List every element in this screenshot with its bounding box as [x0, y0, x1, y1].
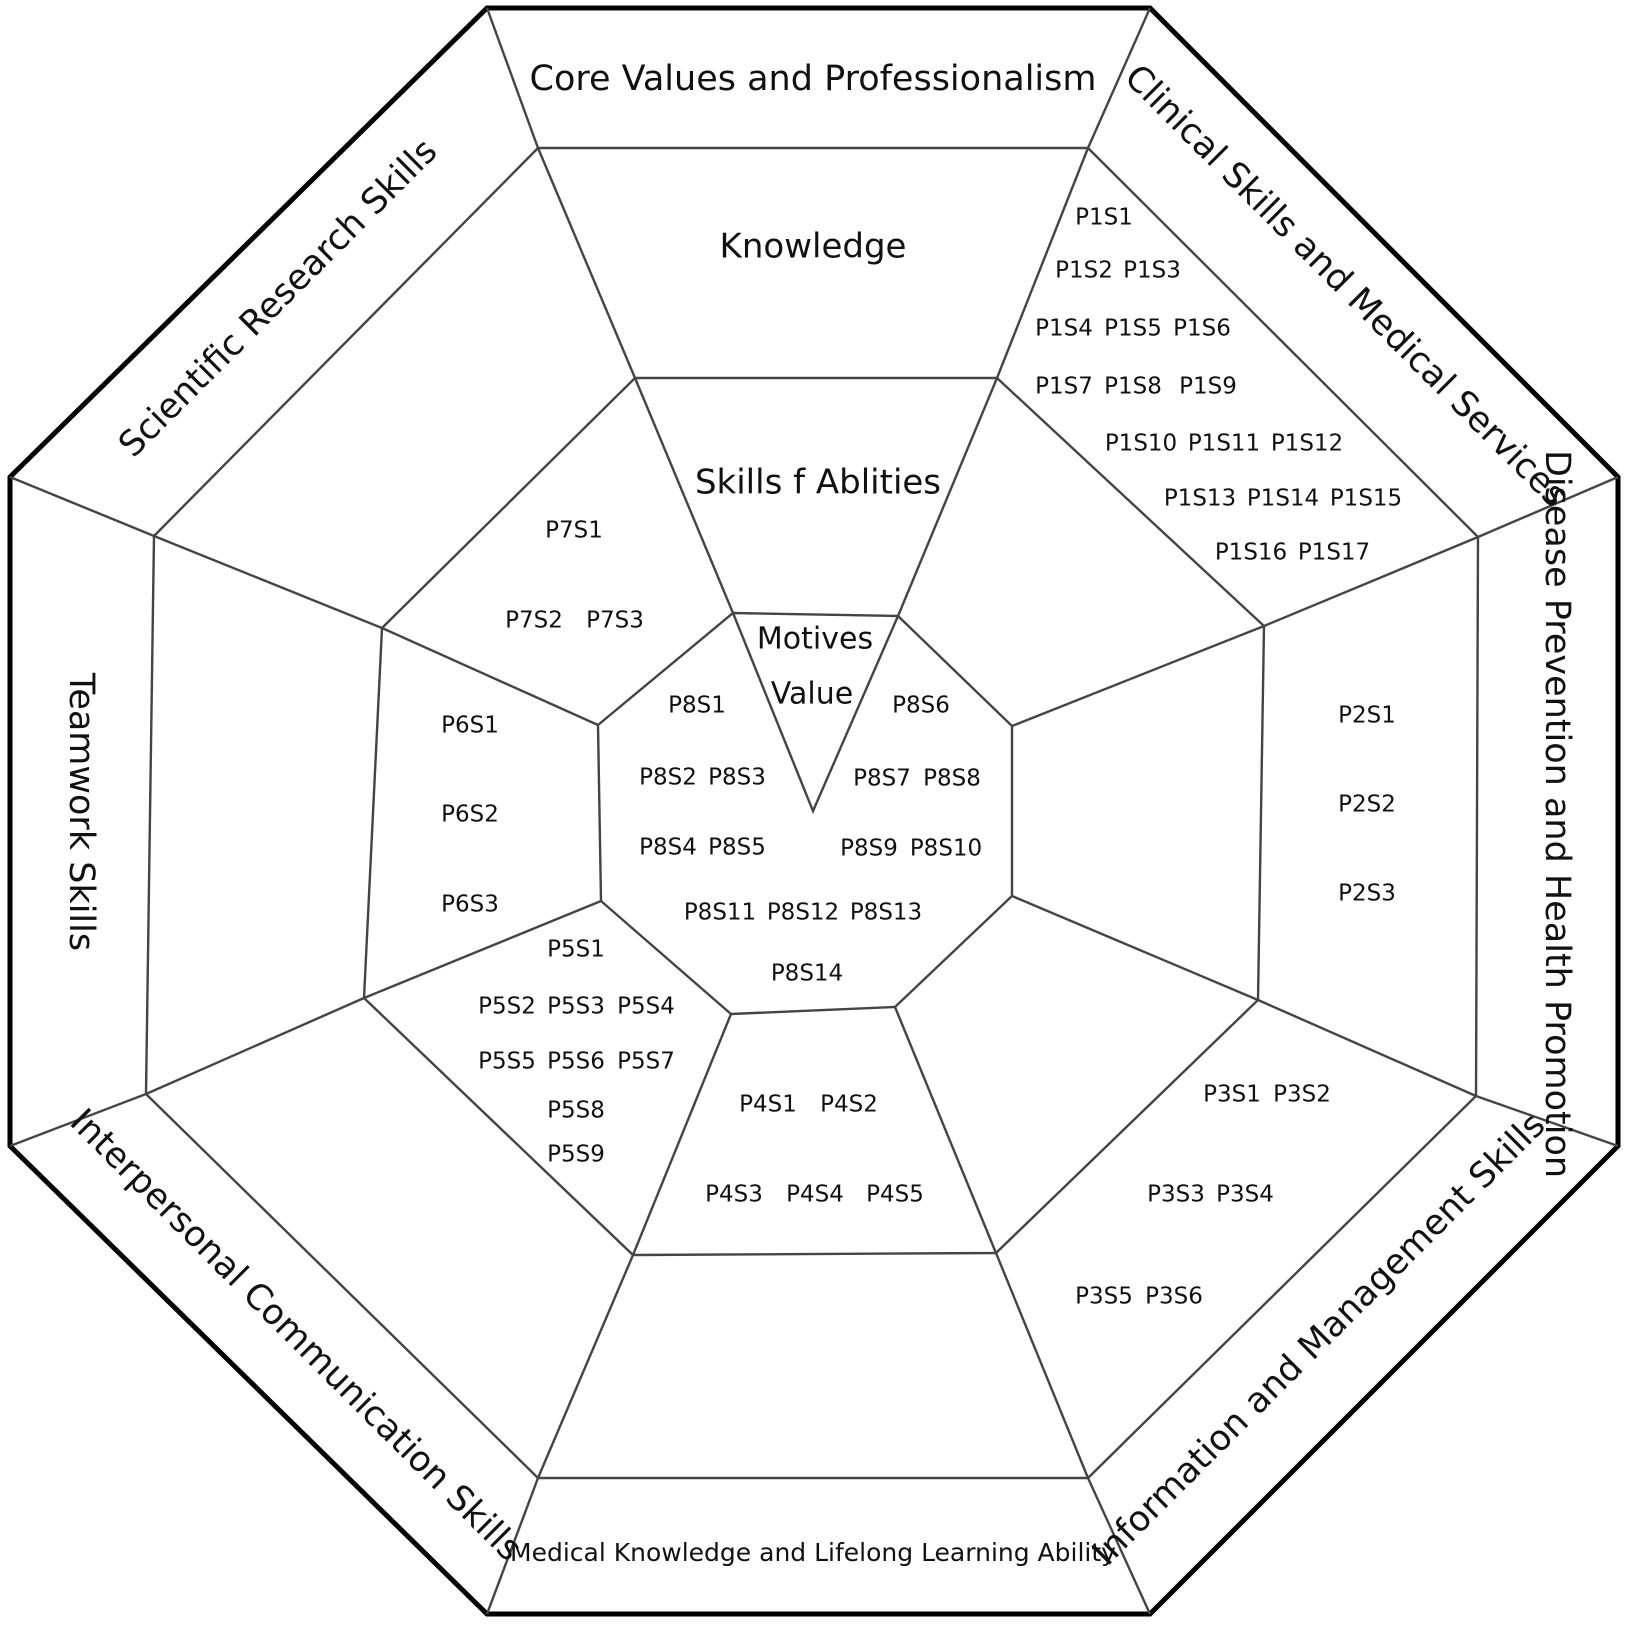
item-label: P8S2	[639, 765, 697, 791]
item-label: P6S2	[441, 802, 499, 828]
item-label: P1S14	[1247, 486, 1319, 512]
item-label: P1S17	[1298, 540, 1370, 566]
item-label: P3S2	[1273, 1082, 1331, 1108]
item-label: P7S1	[545, 518, 603, 544]
item-label: P1S12	[1271, 431, 1343, 457]
item-label: P4S3	[705, 1182, 763, 1208]
item-label: P1S3	[1123, 258, 1181, 284]
item-label: P2S3	[1338, 881, 1396, 907]
item-label: P1S11	[1188, 431, 1260, 457]
item-label: P2S2	[1338, 792, 1396, 818]
item-label: P1S6	[1173, 316, 1231, 342]
domain-label-top-right: Clinical Skills and Medical Services	[1117, 57, 1575, 515]
band-octagon	[144, 146, 1480, 1480]
layer-label-value: Value	[771, 677, 853, 712]
item-label: P7S2	[505, 608, 563, 634]
item-label: P8S9	[840, 836, 898, 862]
item-label: P7S3	[586, 608, 644, 634]
item-label: P5S8	[547, 1098, 605, 1124]
item-label: P1S13	[1164, 486, 1236, 512]
domain-label-top-left: Scientific Research Skills	[111, 131, 445, 465]
item-label: P4S2	[820, 1092, 878, 1118]
motives-triangle	[731, 612, 900, 815]
item-label: P8S13	[850, 900, 922, 926]
item-label: P8S1	[668, 693, 726, 719]
item-label: P5S9	[547, 1142, 605, 1168]
item-label: P8S5	[708, 835, 766, 861]
item-label: P3S4	[1216, 1182, 1274, 1208]
layer-label-knowledge: Knowledge	[720, 227, 907, 267]
item-label: P6S1	[441, 713, 499, 739]
item-label: P1S8	[1104, 374, 1162, 400]
item-label: P1S7	[1035, 374, 1093, 400]
item-label: P3S1	[1203, 1082, 1261, 1108]
item-label: P8S8	[923, 766, 981, 792]
item-label: P8S3	[708, 765, 766, 791]
item-label: P8S14	[771, 961, 843, 987]
domain-label-left: Teamwork Skills	[61, 672, 101, 951]
item-label: P8S10	[910, 836, 982, 862]
item-label: P4S5	[866, 1182, 924, 1208]
item-label: P3S6	[1145, 1284, 1203, 1310]
item-label: P2S1	[1338, 703, 1396, 729]
item-label: P1S15	[1330, 486, 1402, 512]
item-label: P3S3	[1147, 1182, 1205, 1208]
item-label: P5S7	[617, 1049, 675, 1075]
layer-label-motives: Motives	[757, 622, 873, 657]
item-label: P8S12	[767, 900, 839, 926]
domain-label-right: Disease Prevention and Health Promotion	[1537, 450, 1577, 1178]
item-label: P8S6	[892, 693, 950, 719]
item-label: P6S3	[441, 892, 499, 918]
item-label: P1S10	[1105, 431, 1177, 457]
item-label: P1S16	[1215, 540, 1287, 566]
item-label: P1S5	[1104, 316, 1162, 342]
domain-label-bottom-right: Information and Management Skills	[1085, 1105, 1553, 1573]
item-label: P8S7	[853, 766, 911, 792]
item-label: P1S1	[1075, 205, 1133, 231]
item-label: P5S4	[617, 994, 675, 1020]
item-label: P5S2	[478, 994, 536, 1020]
item-label: P5S3	[547, 994, 605, 1020]
item-label: P5S5	[478, 1049, 536, 1075]
item-label: P5S6	[547, 1049, 605, 1075]
radial-connectors	[9, 7, 1619, 1615]
item-label: P1S2	[1055, 258, 1113, 284]
item-label: P5S1	[547, 937, 605, 963]
layer-label-skills: Skills f Ablities	[695, 463, 941, 503]
item-label: P8S4	[639, 835, 697, 861]
item-label: P4S1	[739, 1092, 797, 1118]
domain-label-bottom-left: Interpersonal Communication Skills	[62, 1101, 530, 1569]
item-label: P3S5	[1075, 1284, 1133, 1310]
item-label: P8S11	[684, 900, 756, 926]
middle-octagon	[362, 376, 1266, 1257]
item-label: P1S9	[1179, 374, 1237, 400]
domain-label-top: Core Values and Professionalism	[530, 59, 1097, 99]
inner-octagon	[596, 611, 1014, 1016]
item-label: P4S4	[786, 1182, 844, 1208]
item-label: P1S4	[1035, 316, 1093, 342]
domain-label-bottom: Medical Knowledge and Lifelong Learning …	[510, 1538, 1116, 1567]
